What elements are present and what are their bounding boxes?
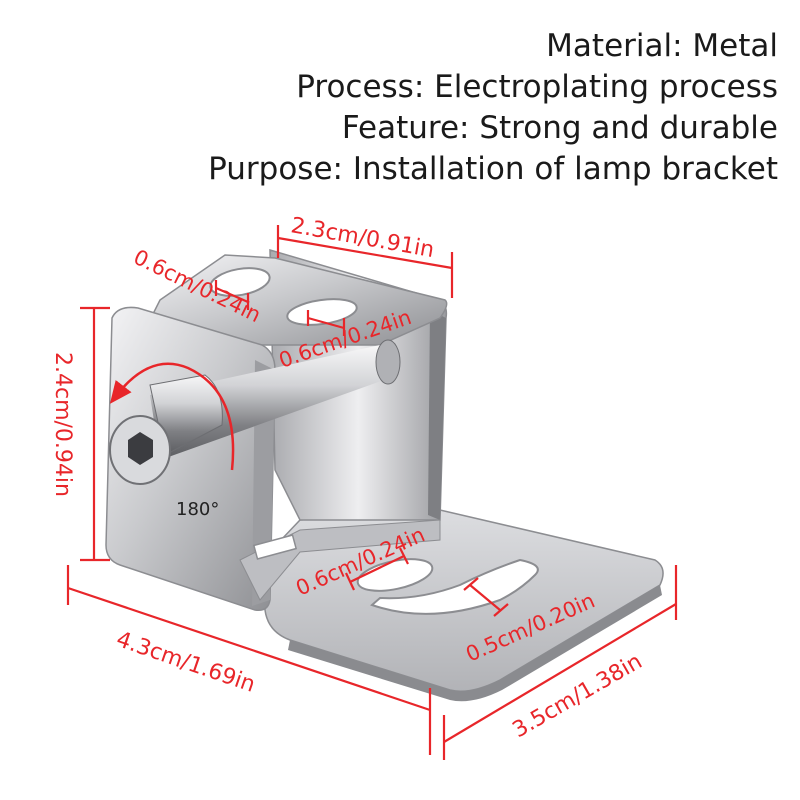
label-rotation-angle: 180° bbox=[176, 499, 219, 520]
spec-material: Material: Metal bbox=[546, 28, 778, 64]
dimension-lines bbox=[66, 225, 678, 760]
base-plate bbox=[261, 509, 664, 702]
spec-feature: Feature: Strong and durable bbox=[341, 110, 778, 146]
spec-process: Process: Electroplating process bbox=[296, 69, 778, 105]
spec-purpose: Purpose: Installation of lamp bracket bbox=[208, 151, 778, 187]
hex-socket-icon bbox=[128, 432, 153, 465]
top-plate bbox=[148, 254, 448, 346]
spec-list: Material: Metal Process: Electroplating … bbox=[208, 26, 778, 190]
label-top-width: 2.3cm/0.91in bbox=[289, 213, 436, 263]
label-height: 2.4cm/0.94in bbox=[50, 352, 75, 497]
label-length: 4.3cm/1.69in bbox=[113, 627, 258, 698]
